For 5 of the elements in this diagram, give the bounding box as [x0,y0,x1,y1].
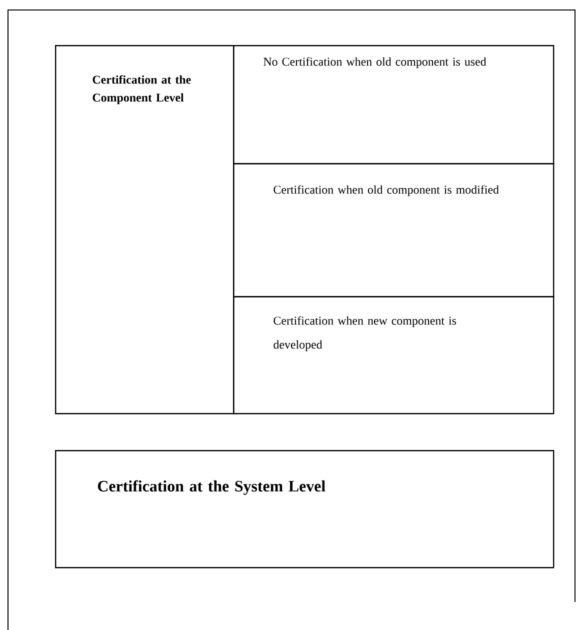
heading-cell: Certification at the Component Level [55,45,234,414]
table-cell: Certification when new component is developed [233,296,554,414]
table-cell: No Certification when old component is used [233,45,554,164]
table-cell: Certification when old component is modified [233,163,554,298]
system-box: Certification at the System Level [55,450,554,568]
